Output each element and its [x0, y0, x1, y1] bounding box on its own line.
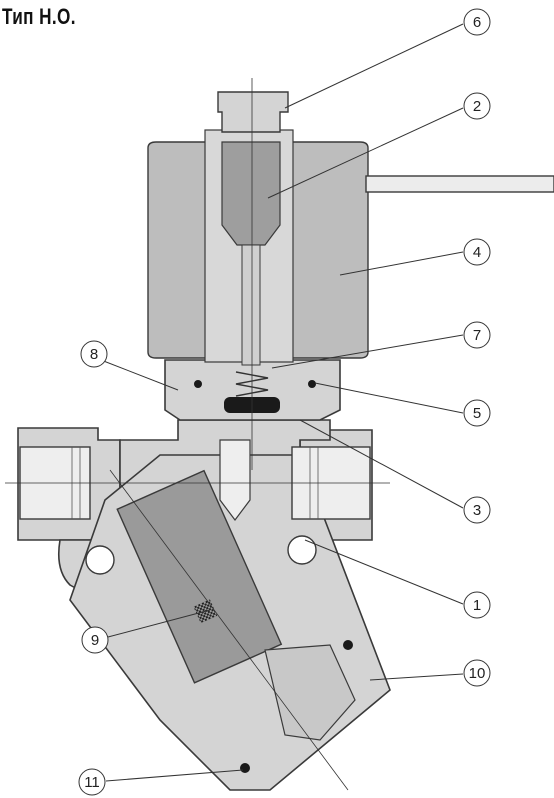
callout-10: 10 [463, 659, 491, 687]
svg-text:9: 9 [91, 632, 99, 649]
svg-text:4: 4 [473, 244, 481, 261]
filter-axis [109, 469, 349, 791]
plunger [221, 141, 281, 246]
top-nut [217, 91, 289, 133]
callout-9: 9 [81, 626, 109, 654]
callout-6: 6 [463, 8, 491, 36]
bonnet [164, 359, 341, 421]
callout-11: 11 [78, 768, 106, 796]
svg-text:7: 7 [473, 327, 481, 344]
callout-4: 4 [463, 238, 491, 266]
svg-text:1: 1 [473, 597, 481, 614]
callout-1: 1 [463, 591, 491, 619]
stem [241, 244, 261, 366]
callout-5: 5 [463, 399, 491, 427]
callout-3: 3 [463, 496, 491, 524]
flow-passage [219, 439, 251, 521]
svg-text:5: 5 [473, 405, 481, 422]
svg-text:11: 11 [84, 774, 100, 791]
diagram-title: Тип Н.О. [2, 4, 76, 29]
lead-wire [365, 175, 554, 193]
svg-text:6: 6 [473, 14, 481, 31]
mounting-holes [85, 535, 317, 575]
svg-text:8: 8 [90, 346, 98, 363]
svg-text:3: 3 [473, 502, 481, 519]
svg-text:10: 10 [469, 665, 486, 682]
callout-2: 2 [463, 92, 491, 120]
leader-lines [100, 23, 464, 782]
o-rings [194, 380, 353, 773]
callout-8: 8 [80, 340, 108, 368]
spring [235, 371, 269, 397]
callout-7: 7 [463, 321, 491, 349]
svg-text:2: 2 [473, 98, 481, 115]
filter-cap [264, 644, 356, 741]
